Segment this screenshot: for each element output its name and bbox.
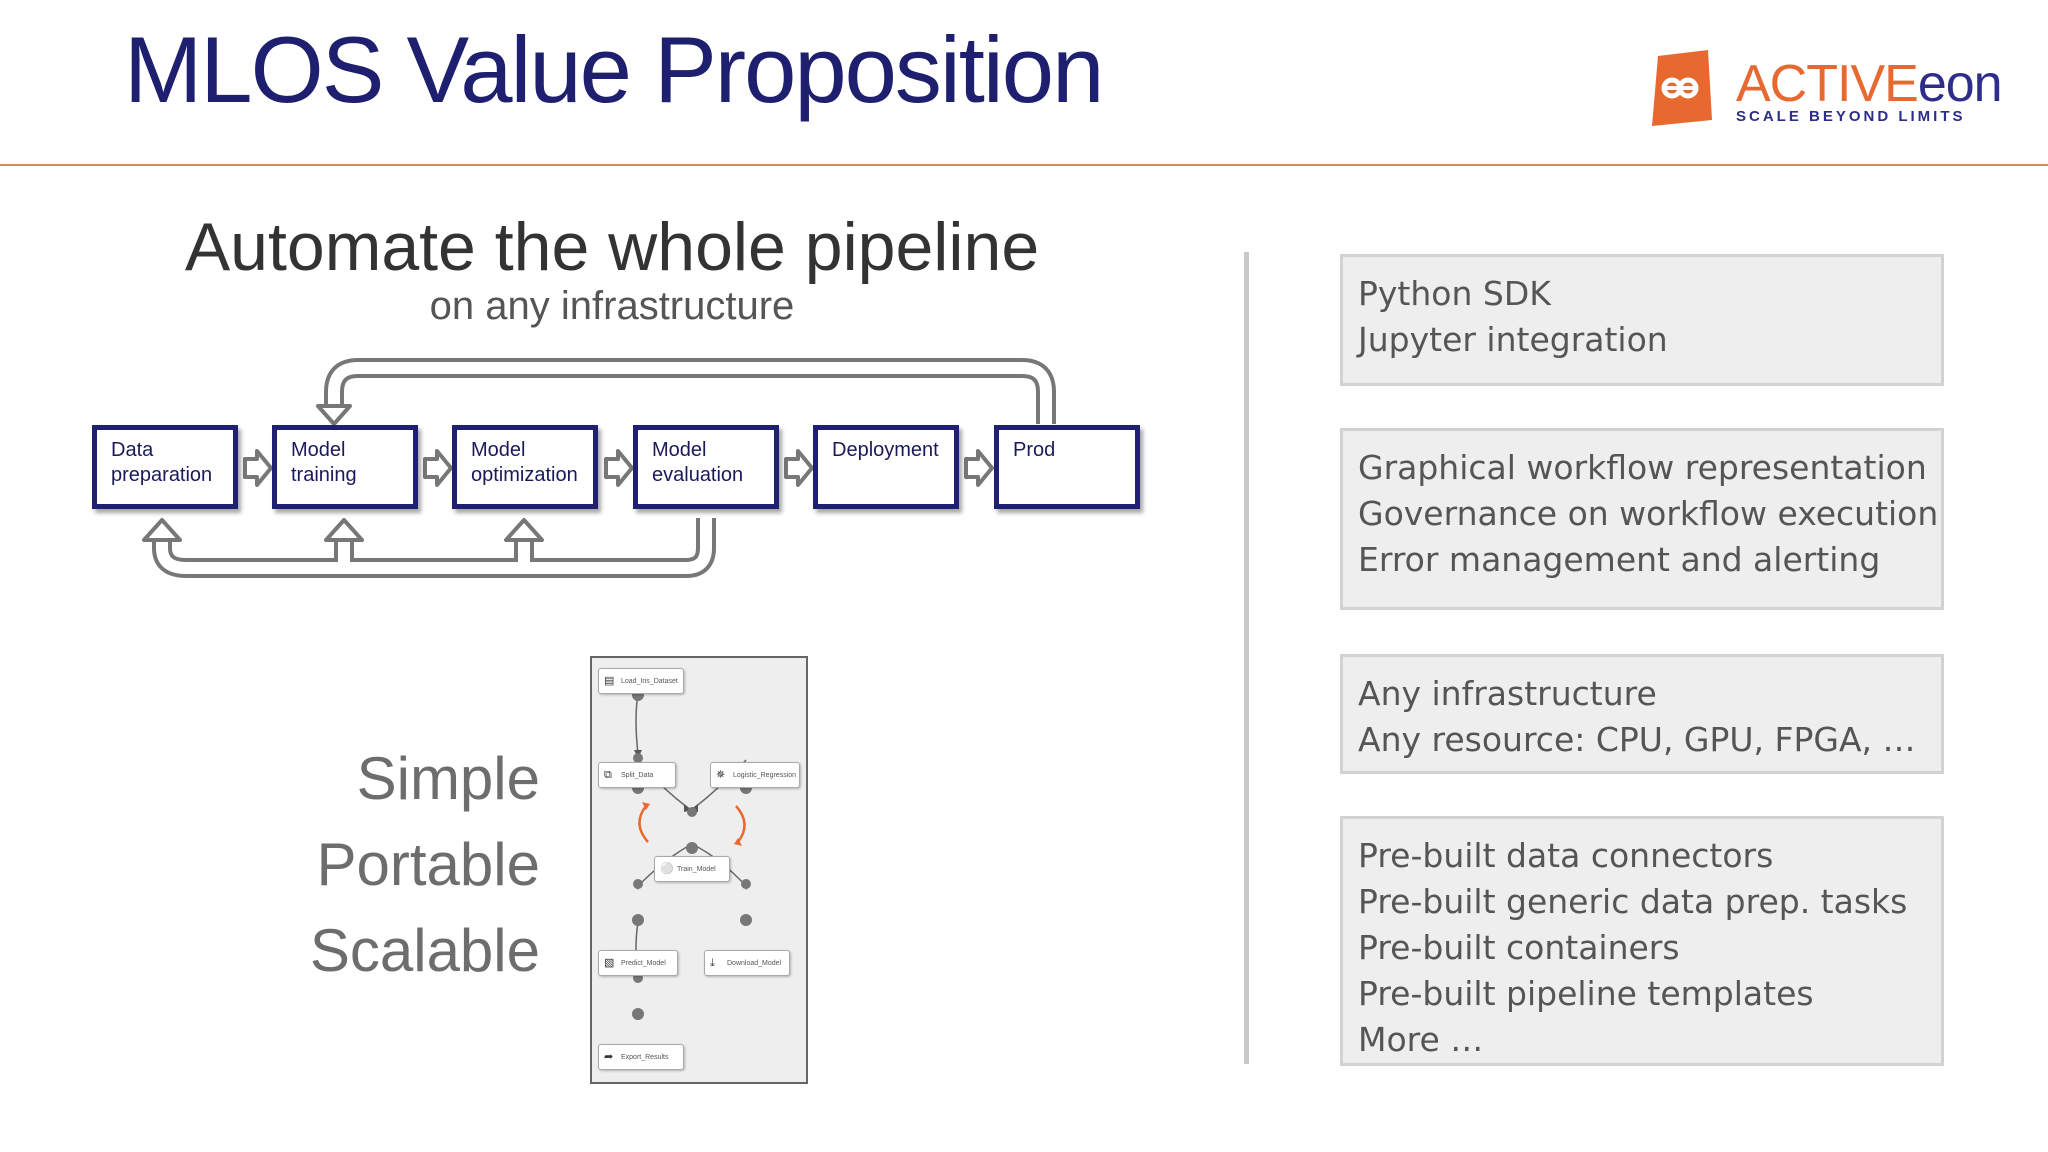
feature-line: Graphical workflow representation [1358,448,1927,487]
split-icon: ⧉ [604,769,612,781]
workflow-node: ▧ Predict_Model [598,950,678,976]
feedback-loop-bottom [142,518,716,578]
stage-model-evaluation: Model evaluation [633,425,779,509]
feature-line: Pre-built pipeline templates [1358,974,1814,1013]
workflow-node-label: Download_Model [727,960,782,967]
stage-label-line1: Data [111,439,154,461]
workflow-node: ⚪Train_Model [654,856,730,882]
feature-line: Any infrastructure [1358,674,1657,713]
feature-box-sdk: Python SDK Jupyter integration [1340,254,1944,386]
workflow-node-label: Export_Results [621,1054,669,1061]
flow-arrow-5 [964,449,994,487]
workflow-node: ▤ Load_Iris_Dataset [598,668,684,694]
pipeline-heading: Automate the whole pipeline [184,209,1040,285]
stage-label-line2: optimization [471,464,578,486]
workflow-thumbnail: ▤ Load_Iris_Dataset ⧉ Split_Data ✵ Logistic… [590,656,808,1084]
logo-wordmark-part2: eon [1917,55,2003,113]
header-divider [0,164,2048,166]
stage-model-training: Model training [272,425,418,509]
logo-wordmark: ACTIVEeon [1736,55,2003,113]
stage-label-line1: Prod [1013,439,1056,461]
flow-arrow-1 [243,449,273,487]
logo-tagline: SCALE BEYOND LIMITS [1736,108,1966,125]
flow-arrow-3 [604,449,634,487]
workflow-node-label: Logistic_Regression [733,772,797,779]
database-icon: ▤ [604,675,615,687]
feature-line: Pre-built generic data prep. tasks [1358,882,1908,921]
feature-box-workflow: Graphical workflow representation Govern… [1340,428,1944,610]
workflow-node-label: Split_Data [621,772,654,779]
stage-label-line1: Model [652,439,707,461]
feature-line: Governance on workflow execution [1358,494,1939,533]
algorithm-icon: ✵ [716,769,726,781]
feedback-loop-top [316,358,1056,426]
activeeon-logo-icon [1652,50,1712,126]
logo-wordmark-part1: ACTIVE [1736,55,1919,113]
flow-arrow-4 [784,449,814,487]
stage-label-line1: Model [471,439,526,461]
feature-box-prebuilt: Pre-built data connectors Pre-built gene… [1340,816,1944,1066]
export-icon: ➦ [604,1051,614,1063]
pipeline-subheading: on any infrastructure [429,284,795,328]
flow-arrow-2 [423,449,453,487]
stage-label-line1: Deployment [832,439,939,461]
workflow-node: ➦ Export_Results [598,1044,684,1070]
quality-scalable: Scalable [309,917,540,984]
column-divider [1244,252,1249,1064]
stage-deployment: Deployment [813,425,959,509]
quality-simple: Simple [356,745,540,812]
stage-label-line2: preparation [111,464,213,486]
stage-prod: Prod [994,425,1140,509]
download-icon: ⤓ [710,957,715,969]
quality-portable: Portable [316,831,540,898]
feature-line: Pre-built containers [1358,928,1680,967]
predict-icon: ▧ [604,957,615,969]
feature-line: Jupyter integration [1358,320,1668,359]
workflow-node-label: Load_Iris_Dataset [621,678,678,685]
workflow-node-label: Train_Model [677,866,716,873]
pipeline-arrows [142,358,1056,578]
feature-line: Error management and alerting [1358,540,1881,579]
workflow-node: ✵ Logistic_Regression [710,762,800,788]
stage-data-preparation: Data preparation [92,425,238,509]
stage-model-optimization: Model optimization [452,425,598,509]
slide-title: MLOS Value Proposition [124,17,1104,122]
workflow-node-label: Predict_Model [621,960,666,967]
stage-label-line1: Model [291,439,346,461]
feature-line: Pre-built data connectors [1358,836,1774,875]
feature-line: Any resource: CPU, GPU, FPGA, … [1358,720,1916,759]
feature-line: Python SDK [1358,274,1551,313]
stage-label-line2: evaluation [652,464,744,486]
workflow-node: ⤓ Download_Model [704,950,790,976]
feature-box-infrastructure: Any infrastructure Any resource: CPU, GP… [1340,654,1944,774]
stage-label-line2: training [291,464,357,486]
train-icon: ⚪ [660,863,674,875]
workflow-node: ⧉ Split_Data [598,762,676,788]
feature-line: More … [1358,1020,1484,1059]
